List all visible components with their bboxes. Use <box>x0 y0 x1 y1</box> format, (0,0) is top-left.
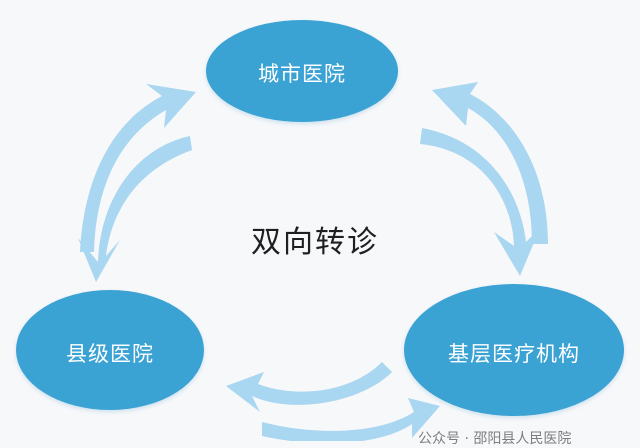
primary-care-label: 基层医疗机构 <box>448 342 580 366</box>
arrow-primary-to-county <box>226 362 392 412</box>
node-primary-care <box>404 284 624 416</box>
arrow-city-to-county <box>78 136 192 282</box>
node-city-hospital <box>206 20 398 122</box>
arrow-city-to-primary <box>420 128 540 276</box>
arrow-county-to-city <box>80 84 196 252</box>
watermark-text: 公众号 · 邵阳县人民医院 <box>418 431 572 447</box>
arrow-county-to-primary <box>262 398 440 441</box>
county-hospital-label: 县级医院 <box>66 342 154 366</box>
center-title: 双向转诊 <box>251 225 379 260</box>
city-hospital-label: 城市医院 <box>258 62 346 86</box>
arrow-primary-to-city <box>432 82 548 244</box>
node-county-hospital <box>16 290 204 410</box>
